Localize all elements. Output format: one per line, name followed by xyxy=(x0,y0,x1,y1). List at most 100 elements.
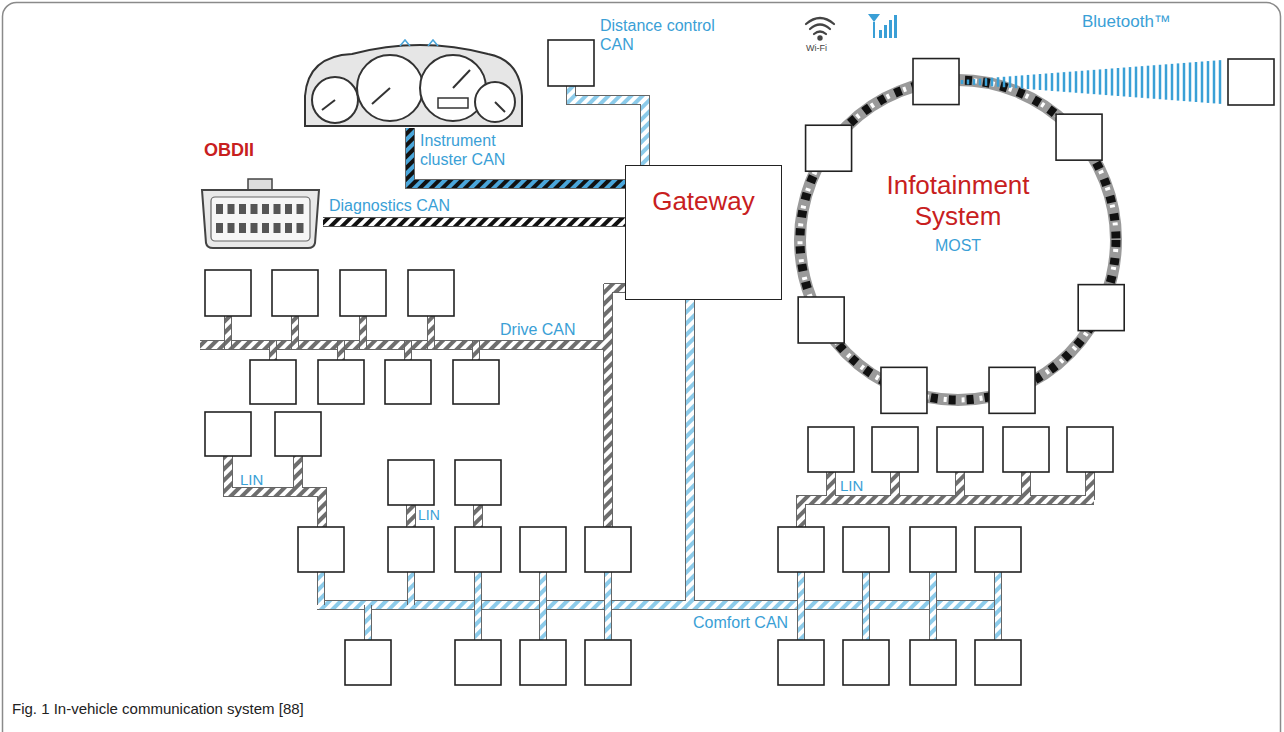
beam-stroke xyxy=(1093,70,1096,94)
comfort-can-bus xyxy=(317,300,1000,605)
connector-pin xyxy=(297,223,304,233)
connector-tab xyxy=(248,179,272,190)
signal-icon xyxy=(868,14,897,38)
ecu-box xyxy=(272,270,318,316)
connector-pin xyxy=(262,204,269,214)
beam-stroke xyxy=(1219,60,1222,104)
ecu-box xyxy=(808,427,854,472)
beam-stroke xyxy=(1207,61,1210,103)
ecu-box xyxy=(872,427,918,472)
beam-stroke xyxy=(1141,66,1144,98)
beam-stroke xyxy=(1009,76,1012,87)
beam-stroke xyxy=(1147,66,1150,99)
bus-label: Comfort CAN xyxy=(693,613,788,632)
ecu-box xyxy=(455,640,501,685)
lin-bus xyxy=(228,456,322,527)
comfort-can-bus xyxy=(317,300,1000,605)
lin-bus xyxy=(411,505,478,527)
beam-stroke xyxy=(1135,67,1138,98)
ecu-box xyxy=(388,460,434,505)
ecu-box xyxy=(937,427,983,472)
beam-stroke xyxy=(1027,75,1030,89)
ecu-box xyxy=(408,270,454,316)
distance-control-bus xyxy=(571,86,645,165)
ecu-box xyxy=(455,527,501,572)
ecu-box xyxy=(778,527,824,572)
beam-stroke xyxy=(985,78,988,86)
ecu-box xyxy=(975,640,1021,685)
bus-label: Drive CAN xyxy=(500,320,576,339)
ecu-box xyxy=(250,360,296,404)
comfort-stub xyxy=(321,572,998,640)
beam-stroke xyxy=(1033,74,1036,89)
bluetooth-label: Bluetooth™ xyxy=(1082,12,1171,32)
ecu-box xyxy=(1078,285,1124,331)
beam-stroke xyxy=(1099,69,1102,94)
ecu-box xyxy=(453,360,499,404)
node-title: Gateway xyxy=(626,166,781,217)
beam-stroke xyxy=(1039,74,1042,90)
beam-stroke xyxy=(1123,68,1126,97)
connector-pin xyxy=(228,223,235,233)
ecu-box xyxy=(548,40,594,86)
lin-label: LIN xyxy=(240,471,263,489)
wifi-icon xyxy=(806,18,834,40)
beam-stroke xyxy=(1177,63,1180,100)
drive-can-bus xyxy=(200,284,625,527)
lin-label: LIN xyxy=(418,507,440,524)
figure-frame xyxy=(3,3,1281,732)
connector-pin xyxy=(285,204,292,214)
lin-label: LIN xyxy=(840,477,863,495)
connector-pin xyxy=(239,223,246,233)
connector-pin xyxy=(251,204,258,214)
beam-stroke xyxy=(1051,73,1054,91)
beam-stroke xyxy=(1087,70,1090,93)
beam-stroke xyxy=(1213,61,1216,104)
gateway-box: Gateway xyxy=(625,165,782,300)
beam-stroke xyxy=(1105,69,1108,95)
ecu-box xyxy=(318,360,364,404)
beam-stroke xyxy=(1015,76,1018,88)
beam-stroke xyxy=(973,79,976,85)
lin-bus xyxy=(228,456,322,527)
ecu-box xyxy=(881,367,927,413)
ecu-box xyxy=(1056,114,1102,160)
ecu-box xyxy=(585,527,631,572)
ecu-box xyxy=(585,640,631,685)
drive-stub xyxy=(228,316,476,360)
beam-stroke xyxy=(1045,74,1048,91)
instrument-cluster xyxy=(305,40,522,126)
diagnostics-bus xyxy=(323,222,625,223)
ecu-box xyxy=(1228,59,1274,105)
connector-body xyxy=(202,190,319,248)
ecu-box xyxy=(205,270,251,316)
beam-stroke xyxy=(967,80,970,85)
beam-stroke xyxy=(997,77,1000,87)
beam-stroke xyxy=(1069,72,1072,93)
connector-pin xyxy=(239,204,246,214)
instrument-bus xyxy=(410,128,625,184)
wifi-label: Wi-Fi xyxy=(806,43,827,54)
ecu-box xyxy=(778,640,824,685)
lin-bus xyxy=(801,472,1094,527)
bluetooth-beam xyxy=(962,60,1220,104)
connector-pin xyxy=(251,223,258,233)
ecu-box xyxy=(1003,427,1049,472)
connector-pin xyxy=(262,223,269,233)
beam-stroke xyxy=(1003,77,1006,87)
figure-caption: Fig. 1 In-vehicle communication system [… xyxy=(12,700,304,718)
bus-fill xyxy=(323,218,625,226)
node-title: Infotainment System xyxy=(863,170,1053,232)
beam-stroke xyxy=(1195,62,1198,102)
ecu-box xyxy=(385,360,431,404)
ecu-box xyxy=(843,527,889,572)
comfort-stub xyxy=(321,572,998,640)
connector-pin xyxy=(216,223,223,233)
bus-label: Distance control CAN xyxy=(600,16,725,54)
ecu-box xyxy=(910,527,956,572)
beam-stroke xyxy=(1165,64,1168,99)
ecu-box xyxy=(298,527,344,572)
